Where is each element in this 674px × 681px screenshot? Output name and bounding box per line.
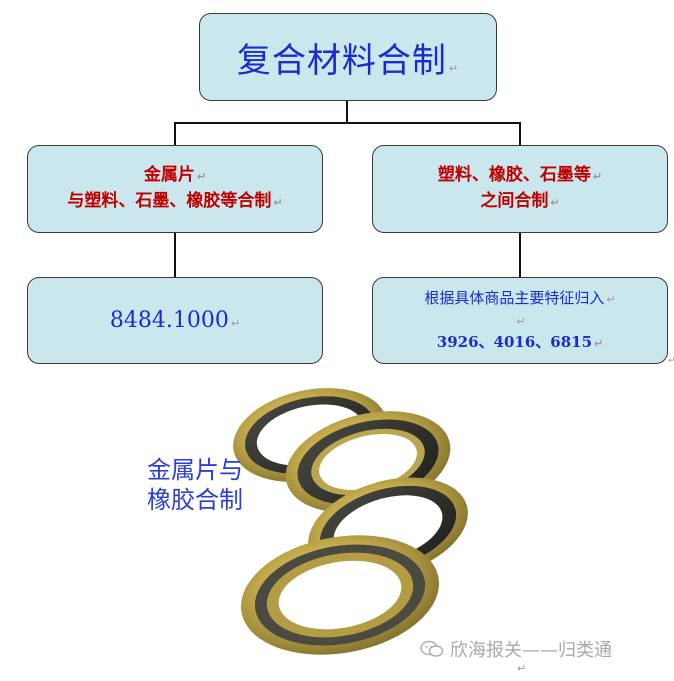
left-category-box: 金属片↵ 与塑料、石墨、橡胶等合制↵ <box>27 145 323 233</box>
watermark: 欣海报关——归类通 <box>420 636 612 662</box>
stray-paragraph-mark: ↵ <box>668 356 674 366</box>
left-category-line2: 与塑料、石墨、橡胶等合制↵ <box>67 191 283 211</box>
connector-right-lower <box>519 232 521 278</box>
left-result-box: 8484.1000↵ <box>27 277 323 364</box>
right-category-line2: 之间合制↵ <box>480 191 560 211</box>
top-title-box: 复合材料合制↵ <box>199 13 497 101</box>
caption-line1: 金属片与 <box>147 456 243 484</box>
connector-top-vertical <box>346 100 348 123</box>
connector-left-down <box>174 122 176 146</box>
right-category-line1: 塑料、橡胶、石墨等↵ <box>437 165 603 185</box>
right-category-box: 塑料、橡胶、石墨等↵ 之间合制↵ <box>372 145 668 233</box>
connector-left-lower <box>174 232 176 278</box>
left-category-line1: 金属片↵ <box>143 165 207 185</box>
right-result-box: 根据具体商品主要特征归入↵ ↵ 3926、4016、6815↵ <box>372 277 668 364</box>
wechat-icon <box>420 640 444 658</box>
photo-caption: 金属片与 橡胶合制 <box>130 455 260 515</box>
top-title-text: 复合材料合制 <box>236 40 447 81</box>
paragraph-mark: ↵ <box>448 61 460 75</box>
right-result-codes: 3926、4016、6815↵ <box>436 332 604 351</box>
gasket-ring-4 <box>241 535 439 655</box>
right-result-blank-line: ↵ <box>516 314 526 328</box>
right-result-line1: 根据具体商品主要特征归入↵ <box>424 288 616 307</box>
top-title: 复合材料合制↵ <box>237 33 459 82</box>
watermark-text: 欣海报关——归类通 <box>450 640 612 661</box>
connector-horizontal <box>174 122 521 124</box>
bottom-paragraph-mark: ↵ <box>517 662 527 675</box>
left-result-code: 8484.1000↵ <box>109 308 241 333</box>
connector-right-down <box>519 122 521 146</box>
caption-line2: 橡胶合制 <box>147 486 243 514</box>
